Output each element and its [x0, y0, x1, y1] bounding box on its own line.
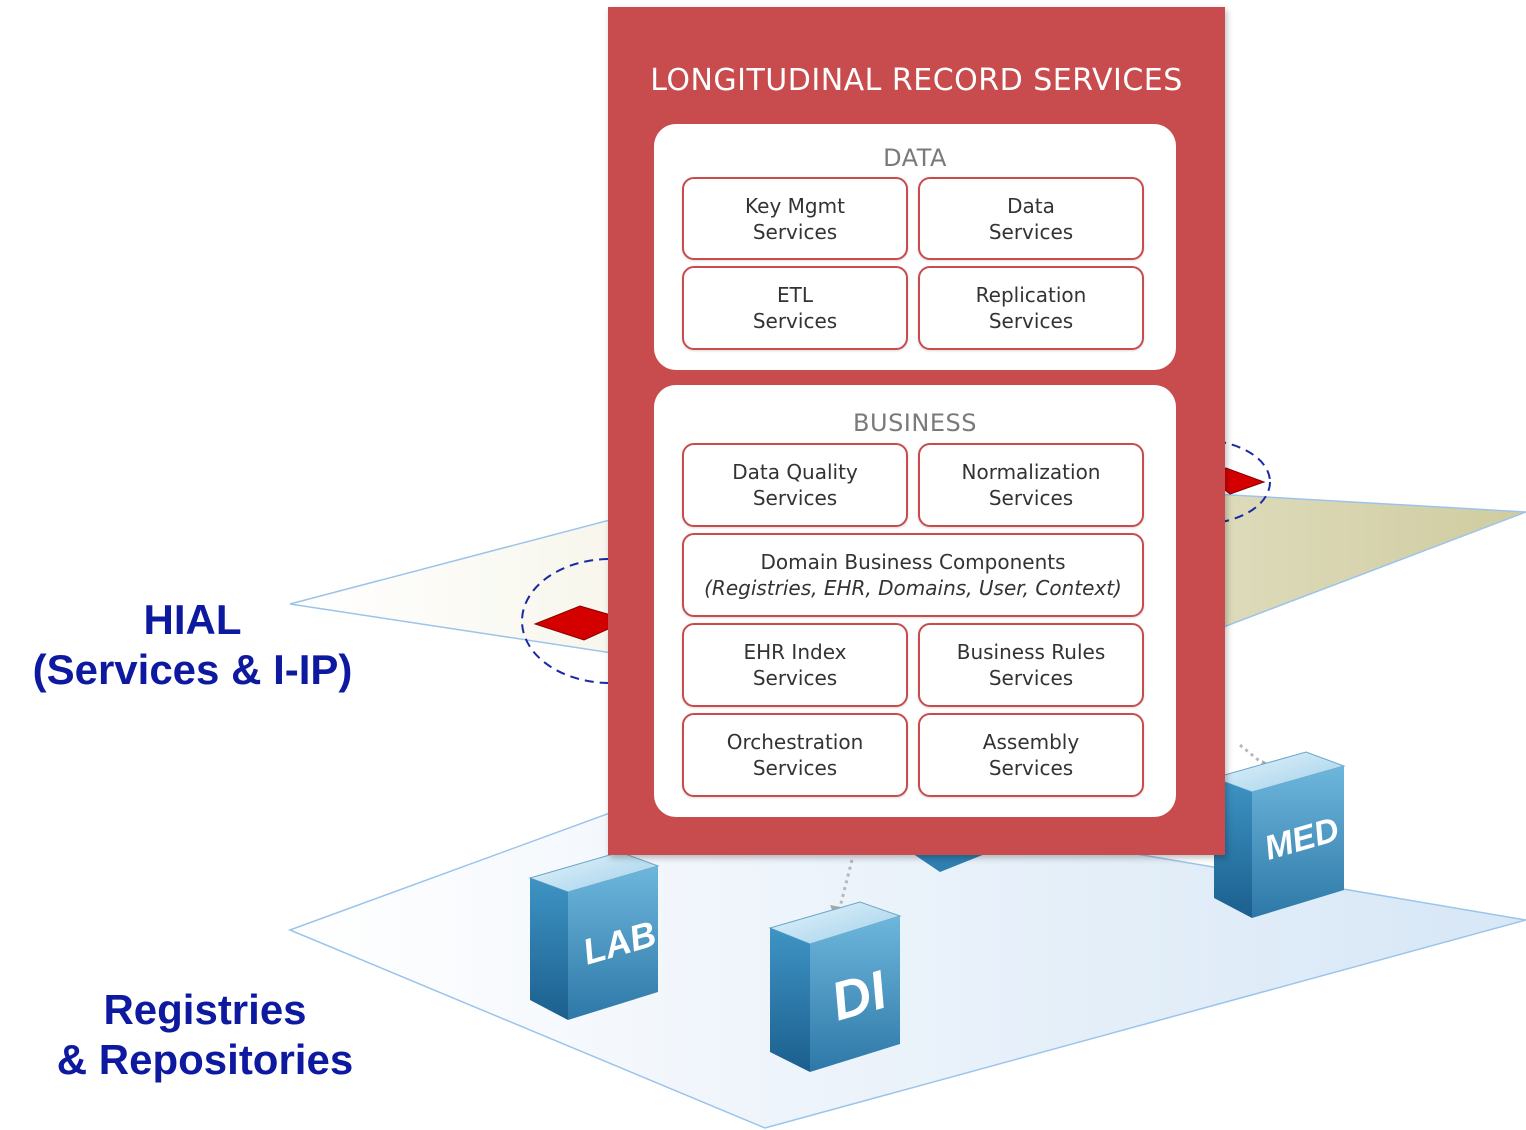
- data-quality-services-box: Data Quality Services: [682, 443, 908, 527]
- data-group: DATA Key Mgmt Services Data Services ETL…: [654, 124, 1176, 370]
- etl-services-box: ETL Services: [682, 266, 908, 350]
- hial-label: HIAL (Services & I-IP): [0, 595, 385, 695]
- service-line1: Replication: [975, 283, 1087, 307]
- replication-services-box: Replication Services: [918, 266, 1144, 350]
- service-line2: Services: [988, 756, 1074, 780]
- service-line2: Services: [752, 666, 838, 690]
- data-group-title: DATA: [883, 144, 947, 172]
- registries-subtitle: & Repositories: [56, 1036, 354, 1083]
- service-line1: Key Mgmt: [745, 193, 845, 218]
- service-line1: Business Rules: [956, 640, 1106, 664]
- service-line2: Services: [988, 219, 1074, 244]
- service-line1: EHR Index: [743, 640, 847, 664]
- registries-title: Registries: [103, 986, 307, 1033]
- service-line2: Services: [752, 219, 838, 244]
- hial-node-right-boundary: [1129, 439, 1271, 525]
- key-mgmt-services-box: Key Mgmt Services: [682, 177, 908, 260]
- connector-di: [836, 859, 854, 916]
- service-line2: Services: [752, 486, 838, 510]
- service-line1: Data Quality: [732, 460, 858, 484]
- business-group-title: BUSINESS: [853, 409, 977, 437]
- service-line2: Services: [988, 309, 1074, 333]
- domain-business-components-box: Domain Business Components (Registries, …: [682, 533, 1144, 617]
- assembly-services-box: Assembly Services: [918, 713, 1144, 797]
- service-line1: Data: [1007, 193, 1055, 218]
- business-group: BUSINESS Data Quality Services Normaliza…: [654, 385, 1176, 817]
- service-line1: Assembly: [982, 730, 1080, 754]
- service-line2: Services: [752, 309, 838, 333]
- service-line2: (Registries, EHR, Domains, User, Context…: [704, 576, 1122, 600]
- service-line1: Domain Business Components: [760, 550, 1066, 574]
- service-line2: Services: [988, 666, 1074, 690]
- business-rules-services-box: Business Rules Services: [918, 623, 1144, 707]
- registries-label: Registries & Repositories: [0, 985, 410, 1085]
- service-line2: Services: [988, 486, 1074, 510]
- data-services-box: Data Services: [918, 177, 1144, 260]
- service-line1: ETL: [777, 283, 813, 307]
- ehr-index-services-box: EHR Index Services: [682, 623, 908, 707]
- lab-repository-cube: LAB: [528, 851, 661, 1020]
- service-line1: Normalization: [961, 460, 1101, 484]
- hial-title: HIAL: [143, 596, 242, 643]
- orchestration-services-box: Orchestration Services: [682, 713, 908, 797]
- med-repository-cube: MED: [1212, 751, 1346, 918]
- service-line1: Orchestration: [726, 730, 864, 754]
- hial-subtitle: (Services & I-IP): [32, 646, 353, 693]
- normalization-services-box: Normalization Services: [918, 443, 1144, 527]
- longitudinal-record-services-panel: LONGITUDINAL RECORD SERVICES DATA Key Mg…: [608, 7, 1225, 855]
- service-line2: Services: [752, 756, 838, 780]
- lrs-title: LONGITUDINAL RECORD SERVICES: [650, 63, 1183, 98]
- di-repository-cube: DI: [768, 901, 902, 1072]
